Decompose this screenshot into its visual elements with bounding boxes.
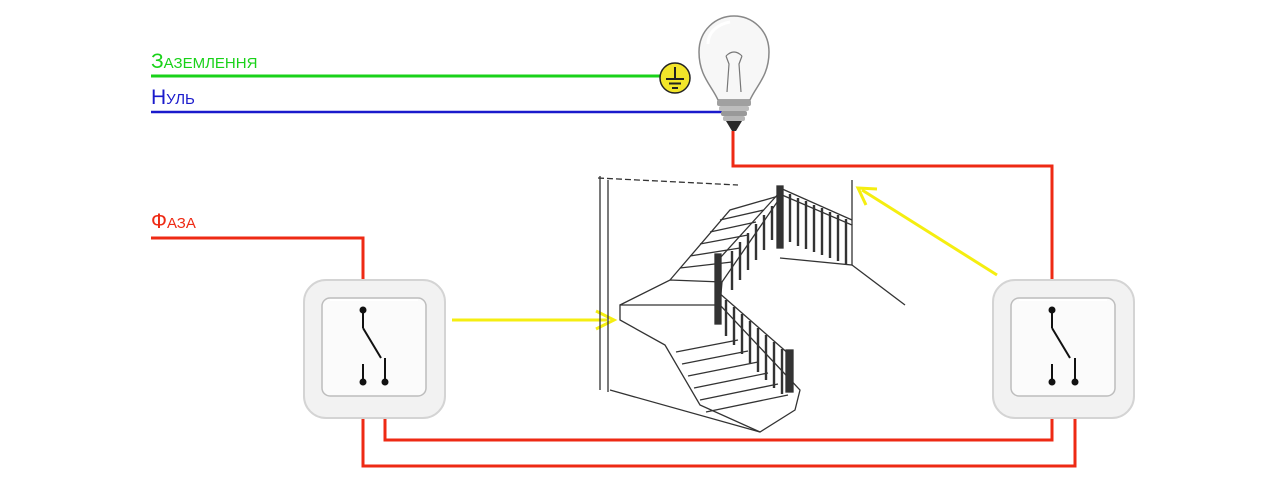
switch-right — [992, 279, 1135, 419]
phase-wiring — [151, 131, 1077, 468]
neutral-label: Нуль — [151, 86, 195, 109]
ground-label: Заземлення — [151, 50, 257, 73]
incandescent-bulb-icon — [698, 15, 770, 131]
staircase-sketch — [597, 176, 906, 433]
switch-left — [303, 279, 446, 419]
phase-label: Фаза — [151, 210, 196, 233]
arrow-right-to-stairs — [855, 186, 998, 277]
arrow-left-to-stairs — [452, 309, 618, 331]
ground-icon — [659, 62, 691, 94]
